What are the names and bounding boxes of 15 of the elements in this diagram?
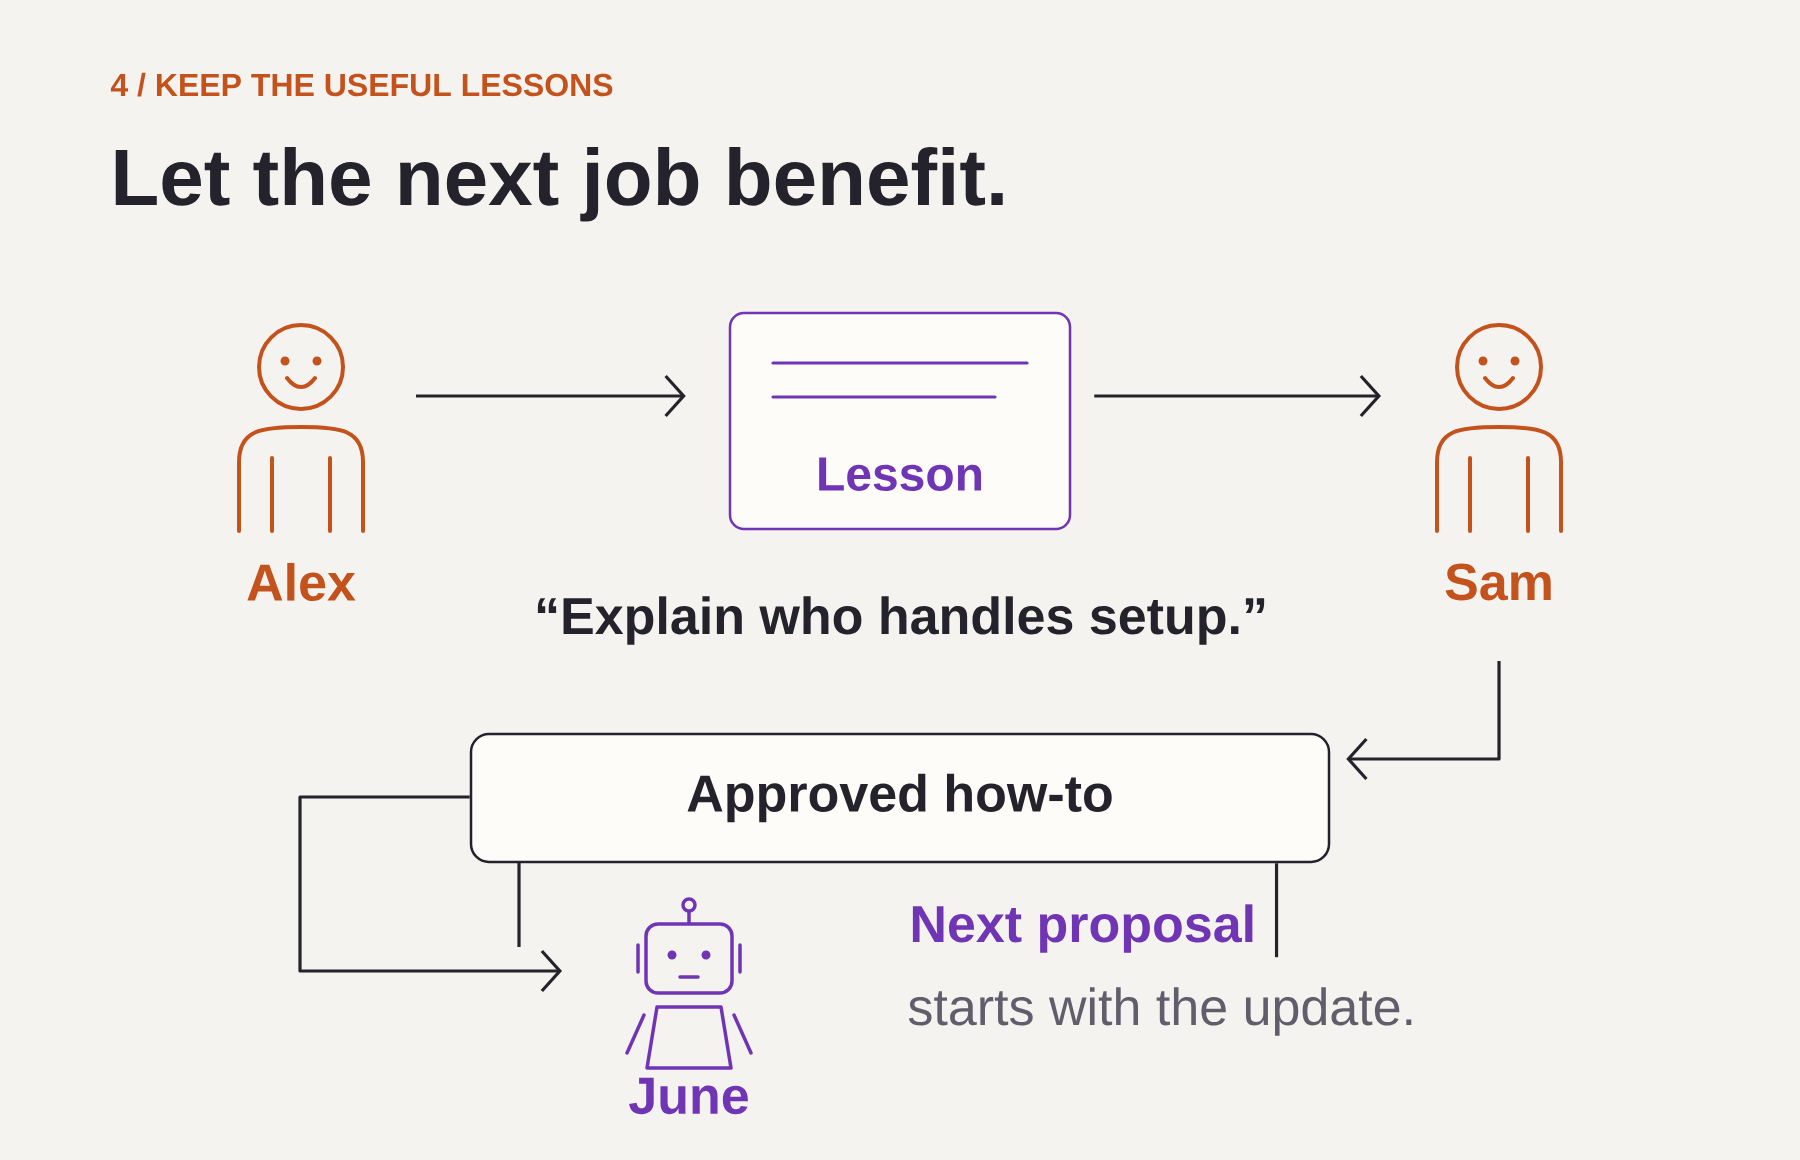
arrow <box>416 374 686 418</box>
person-name: Alex <box>247 562 356 602</box>
caption-text: starts with the update. <box>908 987 1412 1036</box>
arrow <box>1346 661 1501 781</box>
section-label: 4 / KEEP THE USEFUL LESSONS <box>110 72 613 97</box>
leader-line <box>1274 863 1279 958</box>
arrow <box>298 795 562 993</box>
quote: “Explain who handles setup.” <box>537 596 1265 645</box>
robot-name: June <box>629 1077 748 1115</box>
caption-heading: Next proposal <box>912 904 1253 953</box>
title: Let the next job benefit. <box>115 147 1003 222</box>
lesson-card: Lesson <box>728 311 1072 531</box>
person-name: Sam <box>1445 563 1551 601</box>
process-box: Approved how-to <box>469 732 1331 864</box>
arrow <box>1094 374 1381 418</box>
